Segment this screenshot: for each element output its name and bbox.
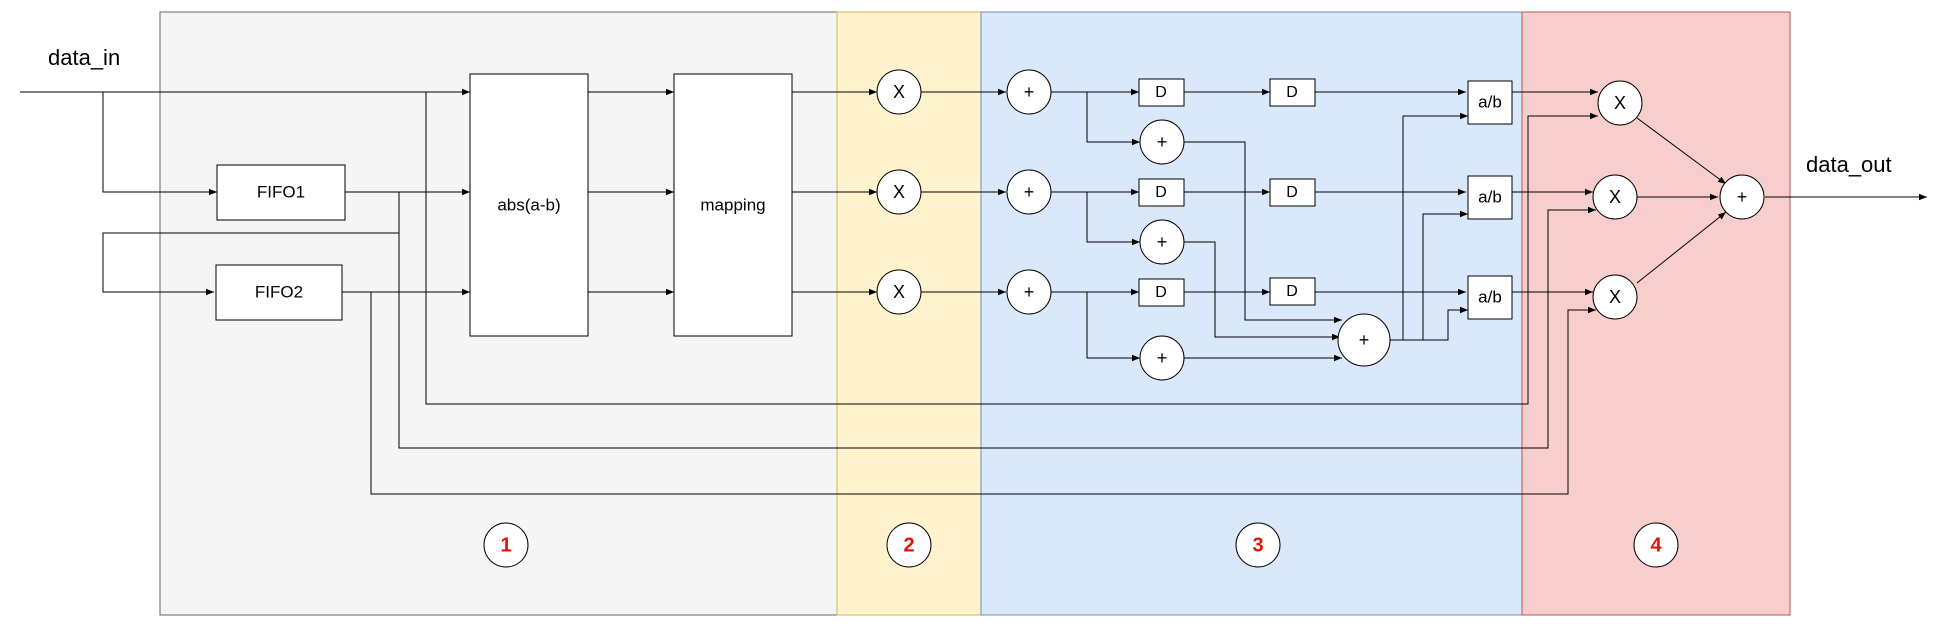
wire-bypass-fifo1 bbox=[398, 192, 1596, 449]
abs-block bbox=[469, 73, 589, 337]
mult-node-s2-2: X bbox=[876, 169, 922, 215]
divide-label: a/b bbox=[1478, 187, 1502, 206]
stage-number-3-label: 3 bbox=[1252, 534, 1263, 556]
add-label: + bbox=[1157, 232, 1168, 252]
mult-label: X bbox=[1609, 187, 1621, 207]
stage-number-4-label: 4 bbox=[1650, 534, 1662, 556]
stage-3-panel bbox=[980, 11, 1523, 616]
wire-bypass-fifo2 bbox=[370, 292, 1596, 495]
wire-bigadd-div-1 bbox=[1390, 112, 1468, 341]
stage-number-2: 2 bbox=[886, 522, 932, 568]
mult-node-s4-2: X bbox=[1592, 174, 1638, 220]
delay-block-b3: D bbox=[1269, 277, 1316, 306]
stage-4-panel bbox=[1521, 11, 1791, 616]
add-label: + bbox=[1737, 187, 1748, 207]
delay-label: D bbox=[1286, 184, 1298, 201]
add-label: + bbox=[1157, 132, 1168, 152]
delay-block-b2: D bbox=[1269, 178, 1316, 207]
mult-label: X bbox=[893, 182, 905, 202]
fifo1-label: FIFO1 bbox=[257, 182, 305, 201]
wire-bypass-data-in bbox=[425, 92, 1598, 405]
wire-sa2-bigadd bbox=[1184, 241, 1340, 341]
stage-number-1: 1 bbox=[483, 522, 529, 568]
delay-block-a2: D bbox=[1138, 178, 1185, 207]
add-label: + bbox=[1024, 182, 1035, 202]
mult-label: X bbox=[1609, 287, 1621, 307]
mult-node-s4-1: X bbox=[1597, 80, 1643, 126]
delay-label: D bbox=[1155, 184, 1167, 201]
wire-branch-sa2 bbox=[1086, 192, 1140, 246]
mapping-label: mapping bbox=[700, 195, 765, 214]
wire-bigadd-div-3 bbox=[1423, 306, 1468, 341]
divide-block-2: a/b bbox=[1467, 175, 1513, 220]
wire-mult-final-1 bbox=[1636, 117, 1727, 185]
data-out-label: data_out bbox=[1806, 152, 1892, 177]
divide-block-3: a/b bbox=[1467, 275, 1513, 320]
mult-node-s2-1: X bbox=[876, 69, 922, 115]
wire-to-fifo1 bbox=[102, 92, 217, 196]
delay-block-b1: D bbox=[1269, 78, 1316, 107]
mapping-block bbox=[673, 73, 793, 337]
delay-block-a1: D bbox=[1138, 78, 1185, 107]
wire-branch-sa3 bbox=[1086, 292, 1140, 362]
fifo1-block bbox=[216, 164, 346, 221]
add-label: + bbox=[1157, 348, 1168, 368]
delay-label: D bbox=[1286, 283, 1298, 300]
mult-node-s4-3: X bbox=[1592, 274, 1638, 320]
stage-number-4: 4 bbox=[1633, 522, 1679, 568]
add-node-big: + bbox=[1337, 313, 1391, 367]
fifo2-block bbox=[215, 264, 343, 321]
delay-label: D bbox=[1155, 84, 1167, 101]
wire-mult-final-3 bbox=[1636, 211, 1727, 284]
add-label: + bbox=[1024, 282, 1035, 302]
delay-label: D bbox=[1155, 284, 1167, 301]
add-node-s3-1: + bbox=[1006, 69, 1052, 115]
mult-label: X bbox=[893, 282, 905, 302]
divide-label: a/b bbox=[1478, 287, 1502, 306]
add-node-s3-2: + bbox=[1006, 169, 1052, 215]
fifo2-label: FIFO2 bbox=[255, 282, 303, 301]
wire-branch-sa1 bbox=[1086, 92, 1140, 146]
divide-label: a/b bbox=[1478, 92, 1502, 111]
wire-sa1-bigadd bbox=[1184, 141, 1342, 324]
data-in-label: data_in bbox=[48, 45, 120, 70]
add-label: + bbox=[1024, 82, 1035, 102]
stage-number-1-label: 1 bbox=[500, 534, 511, 556]
add-node-small-3: + bbox=[1139, 335, 1185, 381]
add-label: + bbox=[1359, 330, 1370, 350]
stage-number-2-label: 2 bbox=[903, 534, 914, 556]
stage-number-3: 3 bbox=[1235, 522, 1281, 568]
delay-block-a3: D bbox=[1138, 278, 1185, 307]
delay-label: D bbox=[1286, 84, 1298, 101]
mult-label: X bbox=[893, 82, 905, 102]
stage-2-panel bbox=[836, 11, 982, 616]
add-node-small-1: + bbox=[1139, 119, 1185, 165]
add-node-final: + bbox=[1719, 174, 1765, 220]
mult-node-s2-3: X bbox=[876, 269, 922, 315]
wire-bigadd-div-2 bbox=[1403, 210, 1468, 341]
add-node-small-2: + bbox=[1139, 219, 1185, 265]
add-node-s3-3: + bbox=[1006, 269, 1052, 315]
mult-label: X bbox=[1614, 93, 1626, 113]
abs-label: abs(a-b) bbox=[497, 195, 560, 214]
divide-block-1: a/b bbox=[1467, 80, 1513, 125]
